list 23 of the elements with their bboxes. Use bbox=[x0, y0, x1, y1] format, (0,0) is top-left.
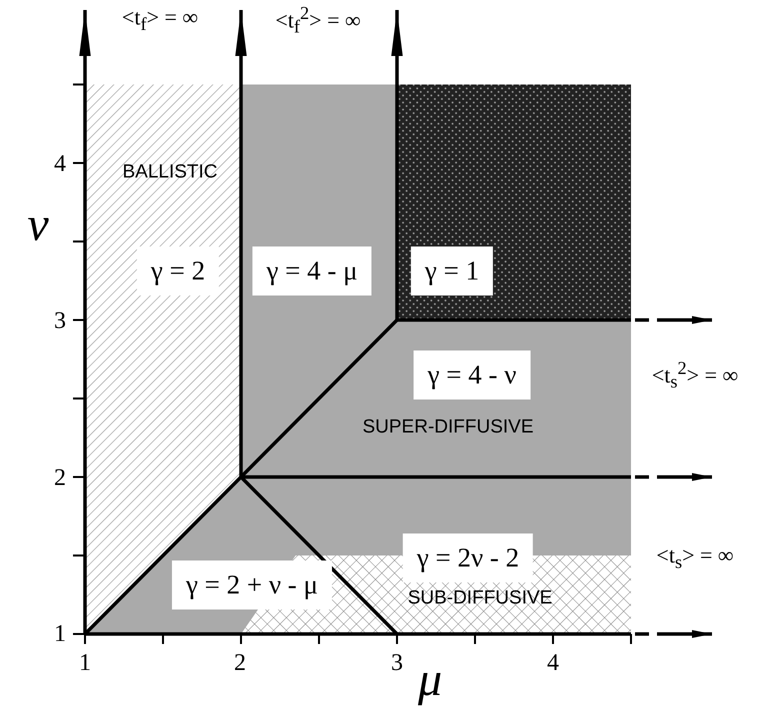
axis-annotation: <t$_{s}$> = ∞ bbox=[656, 544, 734, 572]
tick-label: 2 bbox=[54, 466, 66, 490]
tick-label: 4 bbox=[54, 152, 66, 176]
axis-annotation: <t$_{s}$$^{2}$> = ∞ bbox=[652, 358, 738, 392]
formula-box: γ = 2ν - 2 bbox=[402, 534, 534, 582]
formula-box: γ = 2 bbox=[136, 246, 220, 296]
region-label: BALLISTIC bbox=[122, 162, 218, 182]
tick-label: 4 bbox=[547, 651, 559, 675]
formula-box: γ = 2 + ν - μ bbox=[172, 560, 332, 610]
formula-box: γ = 4 - μ bbox=[252, 246, 372, 296]
formula-box: γ = 4 - ν bbox=[414, 350, 530, 400]
tick-label: 3 bbox=[391, 651, 403, 675]
axis-title: ν bbox=[27, 201, 49, 249]
axis-title: μ bbox=[418, 656, 442, 704]
tick-label: 2 bbox=[234, 651, 246, 675]
axis-annotation: <t$_{f}$> = ∞ bbox=[122, 6, 198, 34]
tick-label: 1 bbox=[54, 622, 66, 646]
region-label: SUPER-DIFFUSIVE bbox=[362, 418, 534, 436]
tick-label: 3 bbox=[54, 309, 66, 333]
axis-annotation: <t$_{f}$$^{2}$> = ∞ bbox=[275, 4, 361, 36]
tick-label: 1 bbox=[79, 651, 91, 675]
formula-box: γ = 1 bbox=[410, 246, 494, 296]
region-label: SUB-DIFFUSIVE bbox=[408, 588, 552, 608]
